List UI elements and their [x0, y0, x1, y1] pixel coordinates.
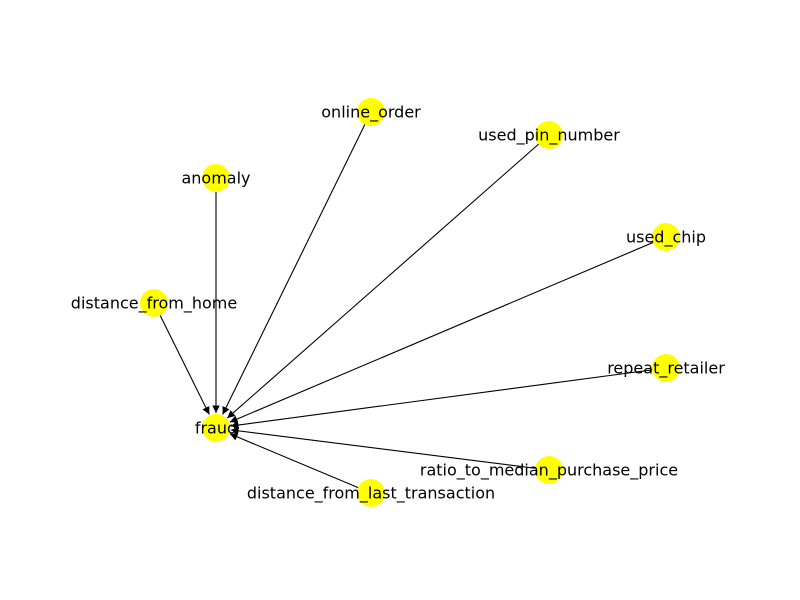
node-label-fraud: fraud	[195, 419, 237, 438]
node-distance_from_last_transaction	[357, 479, 385, 507]
node-online_order	[357, 98, 385, 126]
edge-used_pin_number-to-fraud	[226, 134, 550, 419]
node-label-used_pin_number: used_pin_number	[478, 126, 620, 146]
node-fraud	[202, 414, 230, 442]
edges-layer	[153, 111, 667, 494]
node-repeat_retailer	[652, 354, 680, 382]
edge-distance_from_last_transaction-to-fraud	[229, 433, 372, 494]
node-label-ratio_to_median_purchase_price: ratio_to_median_purchase_price	[420, 461, 678, 481]
node-used_pin_number	[535, 121, 563, 149]
nodes-layer	[140, 98, 680, 507]
node-label-used_chip: used_chip	[626, 228, 706, 248]
node-used_chip	[652, 223, 680, 251]
node-distance_from_home	[140, 289, 168, 317]
node-label-anomaly: anomaly	[181, 169, 250, 188]
node-label-distance_from_last_transaction: distance_from_last_transaction	[247, 484, 495, 504]
edge-ratio_to_median_purchase_price-to-fraud	[230, 427, 550, 471]
node-ratio_to_median_purchase_price	[535, 456, 563, 484]
node-label-distance_from_home: distance_from_home	[71, 294, 237, 314]
node-anomaly	[202, 164, 230, 192]
edge-repeat_retailer-to-fraud	[230, 367, 667, 429]
node-label-repeat_retailer: repeat_retailer	[607, 359, 725, 379]
edge-distance_from_home-to-fraud	[153, 302, 210, 415]
edge-used_chip-to-fraud	[229, 236, 667, 423]
edge-online_order-to-fraud	[222, 111, 372, 415]
node-label-online_order: online_order	[321, 103, 421, 123]
